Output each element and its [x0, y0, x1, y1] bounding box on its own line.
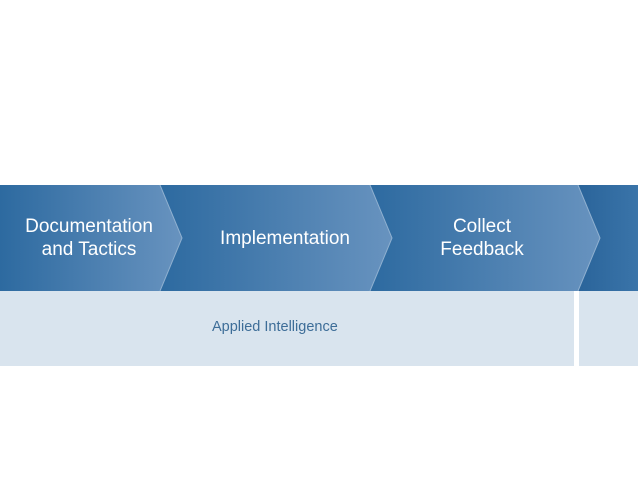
chevron-divider-1	[159, 185, 183, 291]
chevron-collect-feedback	[370, 185, 600, 291]
chevron-divider-2	[369, 185, 393, 291]
step-label-collect-feedback: Collect Feedback	[410, 213, 554, 263]
step-label-line: Feedback	[440, 239, 524, 260]
step-label-line: Documentation	[25, 216, 153, 237]
step-label-documentation: Documentation and Tactics	[10, 213, 168, 263]
chevron-documentation	[0, 185, 182, 291]
step-label-implementation: Implementation	[196, 225, 374, 251]
step-label-line: and Tactics	[41, 239, 137, 260]
step-label-line: Collect	[452, 216, 512, 237]
process-chevron-band: Documentation and Tactics Implementation…	[0, 185, 638, 291]
applied-intelligence-row: Applied Intelligence	[0, 291, 638, 366]
applied-intelligence-label: Applied Intelligence	[212, 319, 338, 335]
row-divider	[574, 291, 579, 366]
chevron-implementation	[160, 185, 392, 291]
chevron-continuation	[578, 185, 638, 291]
chevron-graphic	[0, 185, 638, 291]
step-label-line: Implementation	[220, 227, 350, 249]
chevron-divider-3	[577, 185, 601, 291]
